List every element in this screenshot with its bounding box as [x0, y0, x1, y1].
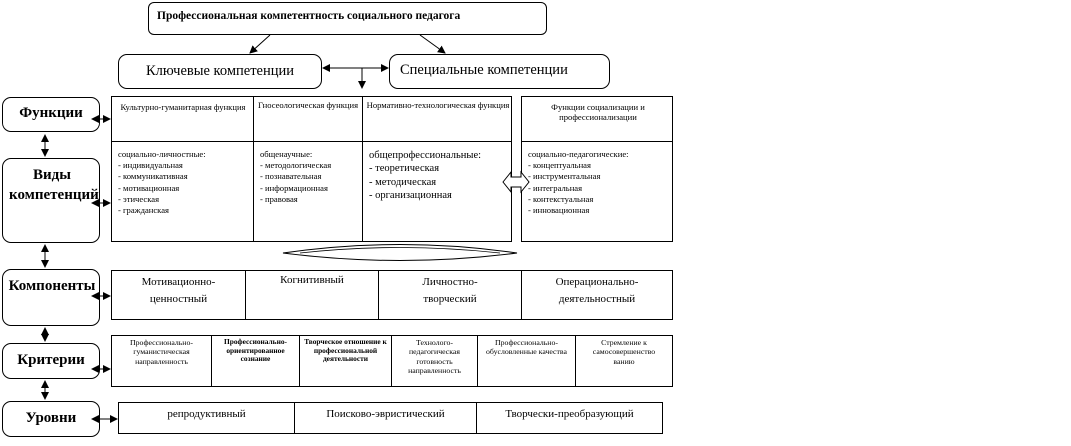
lens-shape	[282, 244, 518, 261]
diagram-title: Профессиональная компетентность социальн…	[157, 10, 461, 22]
title-box: Профессиональная компетентность социальн…	[148, 2, 547, 35]
kinds-row-label: Виды компетенций	[9, 167, 99, 203]
function-gnoseological: Гносеологическая функция	[257, 100, 359, 110]
criteria-cell-2: Профессионально-ориентированное сознание	[212, 336, 300, 386]
criterion-creative-attitude: Творческое отношение к профессиональной …	[304, 337, 387, 364]
component-creative: Личностно-творческий	[422, 276, 478, 305]
criterion-self-improvement: Стремление к самосовершенство ванию	[592, 338, 656, 366]
level-transformative: Творчески-преобразующий	[505, 408, 634, 420]
functions-kinds-block: Культурно-гуманитарная функция Гносеолог…	[111, 96, 512, 242]
arrow-title-to-special	[419, 34, 446, 54]
component-cell-3: Личностно-творческий	[379, 271, 522, 319]
col-divider-1	[253, 97, 254, 241]
criterion-qualities: Профессионально-обусловленные качества	[486, 338, 567, 357]
kinds-row-box: Виды компетенций	[2, 158, 100, 243]
criteria-cell-5: Профессионально-обусловленные качества	[478, 336, 576, 386]
key-competences-box: Ключевые компетенции	[118, 54, 322, 89]
col-divider-2	[362, 97, 363, 241]
criteria-row-label: Критерии	[17, 352, 85, 368]
criterion-readiness: Технолого-педагогическая готовность напр…	[408, 338, 461, 376]
components-row-label: Компоненты	[8, 278, 96, 294]
kinds-general-professional: общепрофессиональные: - теоретическая - …	[369, 150, 482, 202]
component-operational: Операционально-деятельностный	[555, 276, 639, 305]
criteria-block: Профессионально-гуманистическая направле…	[111, 335, 673, 387]
level-heuristic: Поисково-эвристический	[326, 408, 445, 420]
criteria-cell-3: Творческое отношение к профессиональной …	[300, 336, 392, 386]
function-normative: Нормативно-технологическая функция	[366, 100, 510, 110]
socialization-divider	[522, 141, 672, 142]
lens-inner	[299, 247, 501, 254]
functions-row-box: Функции	[2, 97, 100, 132]
socialization-block: Функции социализации и профессионализаци…	[521, 96, 673, 242]
key-competences-label: Ключевые компетенции	[145, 63, 295, 79]
component-cognitive: Когнитивный	[280, 274, 344, 286]
function-cultural: Культурно-гуманитарная функция	[120, 102, 246, 112]
special-competences-box: Специальные компетенции	[389, 54, 610, 89]
special-competences-label: Специальные компетенции	[400, 62, 568, 78]
criterion-humanistic: Профессионально-гуманистическая направле…	[130, 338, 193, 366]
functions-kinds-divider	[112, 141, 511, 142]
criteria-cell-6: Стремление к самосовершенство ванию	[576, 336, 672, 386]
component-cell-2: Когнитивный	[246, 271, 379, 319]
components-block: Мотивационно-ценностный Когнитивный Личн…	[111, 270, 673, 320]
level-cell-3: Творчески-преобразующий	[477, 403, 662, 433]
kinds-social-personal: социально-личностные: - индивидуальная -…	[118, 149, 206, 215]
criteria-row-box: Критерии	[2, 343, 100, 379]
criteria-cell-1: Профессионально-гуманистическая направле…	[112, 336, 212, 386]
criteria-cell-4: Технолого-педагогическая готовность напр…	[392, 336, 478, 386]
levels-row-box: Уровни	[2, 401, 100, 437]
criterion-consciousness: Профессионально-ориентированное сознание	[223, 337, 288, 364]
functions-row-label: Функции	[19, 105, 83, 121]
component-motivational: Мотивационно-ценностный	[141, 276, 216, 305]
component-cell-4: Операционально-деятельностный	[522, 271, 672, 319]
component-cell-1: Мотивационно-ценностный	[112, 271, 246, 319]
kinds-social-pedagogical: социально-педагогические: - концептуальн…	[528, 149, 629, 215]
levels-row-label: Уровни	[25, 410, 77, 426]
function-socialization: Функции социализации и профессионализаци…	[551, 102, 645, 122]
level-reproductive: репродуктивный	[167, 408, 246, 420]
kinds-general-scientific: общенаучные: - методологическая - познав…	[260, 149, 332, 204]
level-cell-1: репродуктивный	[119, 403, 295, 433]
levels-block: репродуктивный Поисково-эвристический Тв…	[118, 402, 663, 434]
level-cell-2: Поисково-эвристический	[295, 403, 477, 433]
components-row-box: Компоненты	[2, 269, 100, 326]
arrow-title-to-key	[249, 34, 271, 54]
